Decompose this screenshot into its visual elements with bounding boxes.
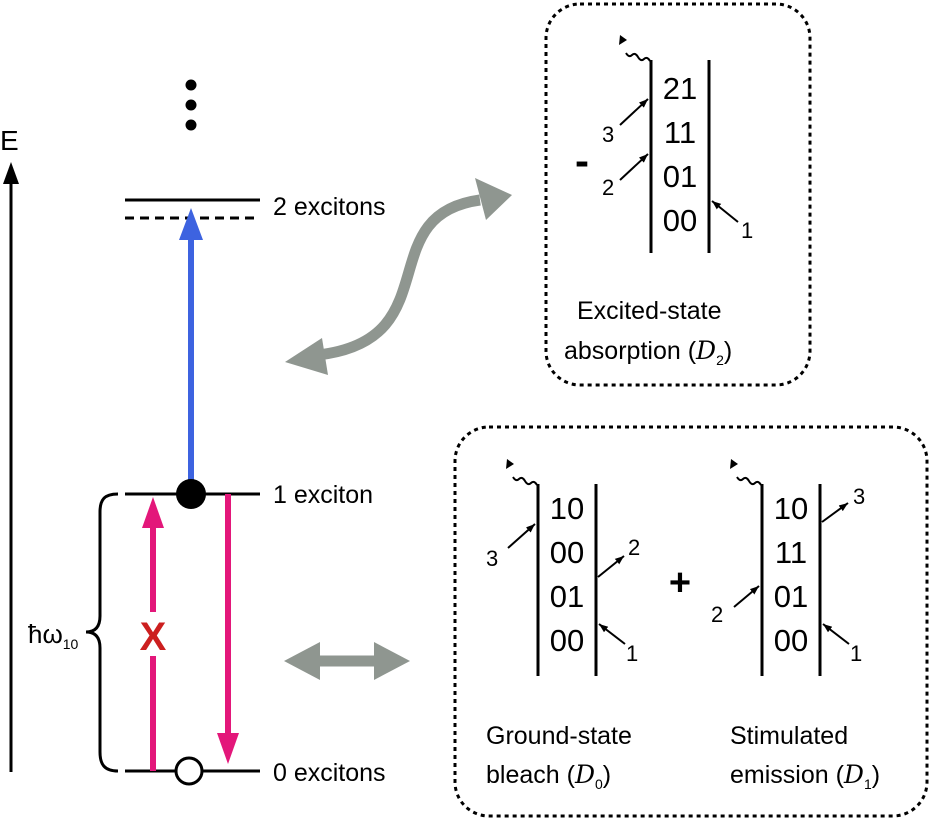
esa-caption-line1: Excited-state [577,297,722,325]
se-row-1: 10 [774,491,808,526]
gsb-pulse-2: 2 [628,535,640,560]
esa-row-3: 01 [663,159,697,194]
energy-axis-label: E [0,125,19,156]
se-pulse-2: 2 [711,602,723,627]
se-pulse-2-arrow [733,585,760,608]
excited-population-dot [176,479,206,509]
esa-panel [544,2,812,387]
esa-pulse-2-arrow [619,153,649,181]
gsb-pulse-1: 1 [626,641,638,666]
pink-down-arrowhead [217,733,239,764]
plus-sign: + [669,562,691,604]
zero-exciton-label: 0 excitons [273,759,386,787]
gsb-pulse-3: 3 [486,546,498,571]
gsb-pulse-1-arrow [598,623,626,645]
se-row-4: 00 [774,623,808,658]
esa-row-1: 21 [663,71,697,106]
gsb-row-1: 10 [550,491,584,526]
se-pulse-3-arrow [821,502,849,523]
esa-pulse-1: 1 [741,218,753,243]
ground-state-circle [174,756,204,786]
blue-arrowhead [179,208,203,240]
higher-levels-ellipsis [185,79,197,131]
esa-correspondence-arrow [285,178,512,375]
gsb-signal-wavy-arrow [512,476,538,486]
pink-up-arrowhead [142,497,164,528]
se-caption-line2: emission (D1) [730,760,880,792]
esa-row-2: 11 [664,115,696,150]
energy-gap-label: ħω10 [28,619,79,652]
esa-pulse-3-arrow [619,98,649,126]
forbidden-mark: X [140,615,167,659]
esa-signal-wavy-arrow [625,52,651,62]
se-pulse-3: 3 [853,484,865,509]
esa-pulse-1-arrow [711,200,739,223]
se-pulse-1-arrow [822,623,850,645]
esa-sign: - [575,137,589,184]
esa-row-4: 00 [663,203,697,238]
energy-axis-arrowhead [3,162,19,184]
energy-gap-brace [85,492,119,773]
gsb-pulse-3-arrow [507,523,536,549]
gsb-row-3: 01 [550,579,584,614]
gsb-caption-line1: Ground-state [486,722,632,750]
gsb-caption-line2: bleach (D0) [486,760,611,792]
se-caption-line1: Stimulated [730,722,848,750]
se-row-3: 01 [774,579,808,614]
gsb-se-panel [453,425,929,818]
gsb-se-correspondence-arrow [284,642,410,680]
gsb-row-2: 00 [550,535,584,570]
se-signal-wavy-arrow [736,476,762,486]
gsb-pulse-2-arrow [597,555,625,578]
se-pulse-1: 1 [850,641,862,666]
gsb-row-4: 00 [550,623,584,658]
esa-pulse-2: 2 [602,175,614,200]
two-exciton-label: 2 excitons [273,193,386,221]
one-exciton-label: 1 exciton [273,481,373,509]
se-row-2: 11 [775,535,807,570]
esa-caption-line2: absorption (D2) [564,336,732,368]
esa-pulse-3: 3 [602,122,614,147]
